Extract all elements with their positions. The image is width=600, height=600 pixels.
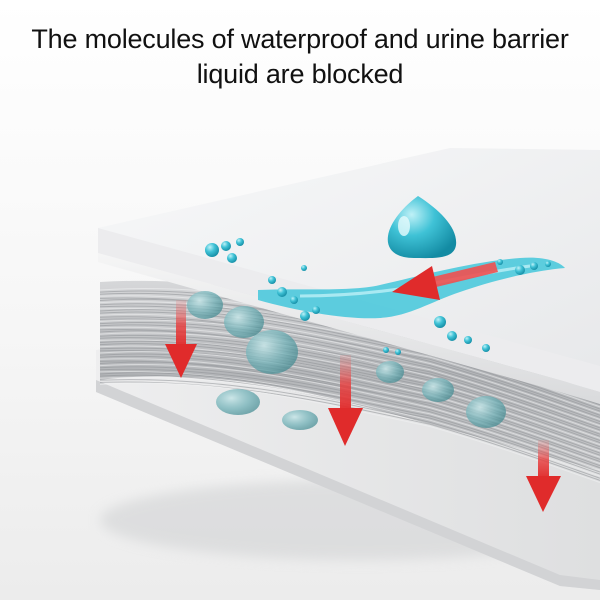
direction-arrows — [165, 262, 561, 512]
water-droplet — [545, 261, 551, 267]
water-droplet — [277, 287, 287, 297]
fiber-strand — [99, 334, 600, 435]
fiber-strand — [99, 332, 600, 433]
arrow-down-icon — [165, 300, 197, 378]
fiber-strand — [99, 319, 600, 420]
water-droplet — [300, 311, 310, 321]
fiber-strand — [99, 355, 600, 456]
water-droplet — [383, 347, 389, 353]
arrow-diagonal-icon — [392, 262, 498, 300]
top-sheet-edge — [98, 228, 600, 404]
fiber-strand — [99, 340, 600, 441]
fiber-strand — [99, 353, 600, 454]
fiber-strand — [99, 329, 600, 429]
fiber-strand — [99, 351, 600, 452]
top-sheet — [98, 148, 600, 392]
water-droplet — [290, 296, 298, 304]
liquid-bubble — [246, 330, 298, 374]
fiber-strand — [99, 358, 600, 458]
water-droplet — [464, 336, 472, 344]
water-droplet — [530, 262, 538, 270]
arrow-down-icon — [526, 440, 561, 512]
liquid-bubble — [422, 378, 454, 402]
water-droplet — [312, 306, 320, 314]
water-droplet — [301, 265, 307, 271]
water-droplet — [434, 316, 446, 328]
fiber-strand — [99, 313, 600, 414]
water-droplet — [395, 349, 401, 355]
liquid-bubble — [282, 410, 318, 430]
water-droplet — [227, 253, 237, 263]
fiber-strand — [99, 337, 600, 437]
liquid-bubble — [187, 291, 223, 319]
fiber-strand — [99, 349, 600, 450]
water-droplet — [447, 331, 457, 341]
fiber-strand — [99, 347, 600, 448]
fiber-strand — [99, 339, 600, 439]
arrow-down-icon — [328, 355, 363, 446]
water-droplet — [268, 276, 276, 284]
large-water-droplet — [387, 196, 457, 259]
caption-line-2: liquid are blocked — [196, 59, 404, 89]
water-droplet — [482, 344, 490, 352]
liquid-bubble — [224, 306, 264, 338]
water-droplet — [515, 265, 525, 275]
fiber-strand — [99, 321, 600, 423]
water-droplet — [205, 243, 219, 257]
water-droplet — [497, 259, 503, 265]
fiber-strand — [99, 345, 600, 446]
water-droplets — [205, 238, 551, 355]
fiber-strand — [99, 326, 600, 427]
water-droplet — [221, 241, 231, 251]
liquid-bubble — [466, 396, 506, 428]
liquid-bubble — [216, 389, 260, 415]
fiber-strand — [99, 324, 600, 425]
absorbed-liquid-bubbles — [187, 291, 506, 430]
droplet-highlight — [398, 216, 410, 236]
water-droplet — [236, 238, 244, 246]
liquid-bubble — [376, 361, 404, 383]
fiber-strand — [99, 330, 600, 431]
caption-line-1: The molecules of waterproof and urine ba… — [31, 24, 569, 54]
fiber-strand — [99, 316, 600, 416]
fiber-strand — [99, 318, 600, 418]
